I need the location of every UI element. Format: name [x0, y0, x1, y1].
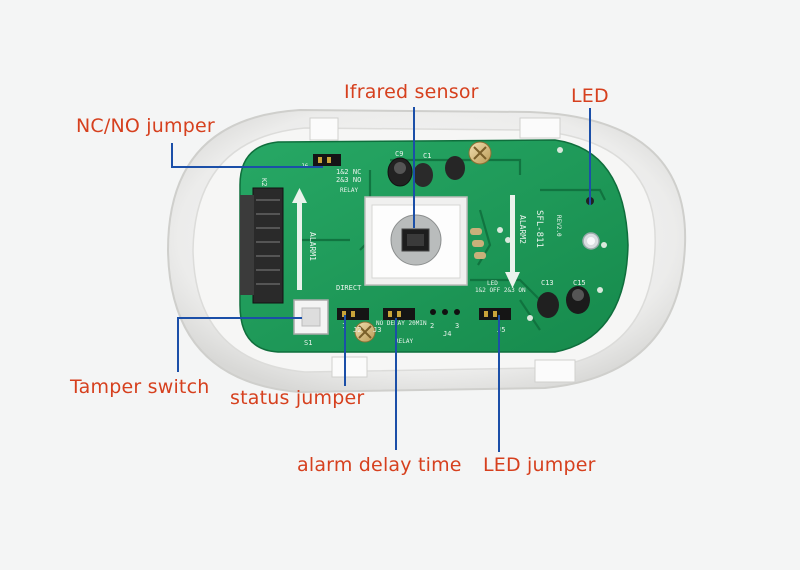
infrared-sensor-label: Ifrared sensor — [344, 81, 479, 103]
resistors — [470, 228, 486, 259]
status-jumper-label: status jumper — [230, 387, 365, 409]
pcb-k2-text: K2 — [260, 178, 268, 186]
leader-tamper — [177, 317, 302, 372]
pcb-pin-3-text: 3 — [455, 322, 459, 330]
pcb-j4-text: J4 — [443, 330, 451, 338]
pcb-delay-text: NO DELAY 20MIN — [376, 320, 427, 327]
alarm-delay-time-label: alarm delay time — [297, 454, 462, 476]
capacitors — [387, 156, 590, 318]
leader-lines — [171, 107, 591, 452]
pcb-model-text: SFL-811 — [534, 210, 544, 248]
pcb-j2-text: J2 — [353, 326, 361, 334]
pcb-led-on-text: 1&2 OFF 2&3 ON — [475, 287, 526, 294]
led-label: LED — [571, 85, 609, 107]
pcb-alarm2-text: ALARM2 — [518, 215, 527, 244]
pcb-relay-top-text: RELAY — [340, 187, 358, 194]
pcb-alarm1-text: ALARM1 — [308, 232, 317, 261]
pcb-c15-text: C15 — [573, 279, 586, 287]
pir-sensor-component — [364, 196, 468, 286]
terminal-block — [240, 187, 284, 304]
tamper-switch-component — [293, 299, 329, 335]
pcb-c13-text: C13 — [541, 279, 554, 287]
pcb-c9-text: C9 — [395, 150, 403, 158]
leader-nc-no — [171, 143, 323, 168]
pcb-direct-text: DIRECT — [336, 284, 362, 292]
pcb-no-text: 2&3 NO — [336, 176, 361, 184]
nc-no-jumper-label: NC/NO jumper — [76, 115, 215, 137]
pcb-s1-text: S1 — [304, 339, 312, 347]
board-arrows — [292, 188, 520, 290]
pcb-revision-text: REV2.0 — [555, 215, 562, 237]
pcb-j3-text: J3 — [373, 326, 381, 334]
pcb-c1-text: C1 — [423, 152, 431, 160]
pcb-led-title-text: LED — [487, 280, 498, 287]
pcb-nc-text: 1&2 NC — [336, 168, 361, 176]
led-jumper-label: LED jumper — [483, 454, 596, 476]
tamper-switch-label: Tamper switch — [70, 376, 210, 398]
pcb-relay-bottom-text: RELAY — [395, 338, 413, 345]
pcb-j5-text: J5 — [497, 326, 505, 334]
pcb-pin-2-text: 2 — [430, 322, 434, 330]
pcb-silkscreen: 1&2 NC 2&3 NO RELAY J6 C9 C1 C13 C15 ALA… — [260, 150, 586, 347]
screws — [354, 141, 492, 343]
